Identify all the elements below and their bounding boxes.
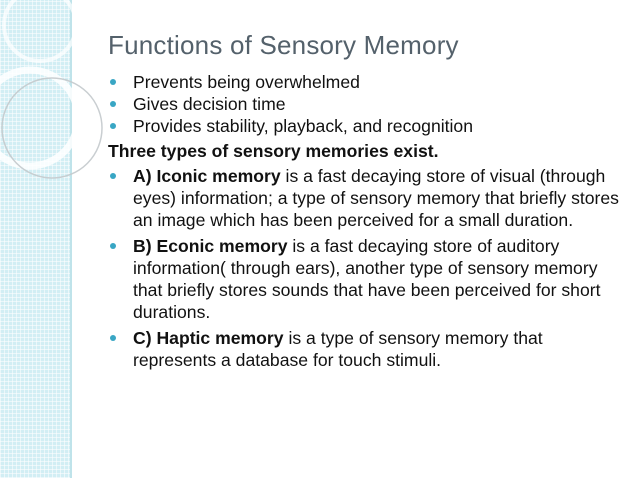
bullet-text: Prevents being overwhelmed: [133, 72, 360, 92]
memory-type-item: B) Econic memory is a fast decaying stor…: [108, 235, 628, 323]
bullet-dot-icon: [110, 173, 116, 179]
side-strip-edge: [70, 0, 72, 478]
bullet-dot-icon: [110, 101, 116, 107]
memory-type-term: C) Haptic memory: [133, 328, 284, 348]
decorative-circles: [0, 0, 103, 179]
memory-type-description: is a fast decaying store of auditory inf…: [133, 236, 601, 322]
bullet-dot-icon: [110, 79, 116, 85]
bullet-text: Provides stability, playback, and recogn…: [133, 116, 474, 136]
memory-type-item: C) Haptic memory is a type of sensory me…: [108, 327, 628, 371]
bullet-dot-icon: [110, 243, 116, 249]
bullet-item: Prevents being overwhelmed: [108, 71, 628, 93]
memory-type-term: A) Iconic memory: [133, 166, 281, 186]
slide-content: Prevents being overwhelmed Gives decisio…: [108, 71, 628, 371]
bullet-dot-icon: [110, 335, 116, 341]
slide-title: Functions of Sensory Memory: [108, 30, 459, 60]
bullet-text: Gives decision time: [133, 94, 286, 114]
memory-type-item: A) Iconic memory is a fast decaying stor…: [108, 165, 628, 231]
bullet-item: Provides stability, playback, and recogn…: [108, 115, 628, 137]
memory-type-description: is a type of sensory memory that represe…: [133, 328, 543, 370]
memory-type-description: is a fast decaying store of visual (thro…: [133, 166, 619, 230]
types-heading: Three types of sensory memories exist.: [108, 141, 439, 161]
bullet-dot-icon: [110, 123, 116, 129]
bullet-item: Gives decision time: [108, 93, 628, 115]
memory-type-term: B) Econic memory: [133, 236, 288, 256]
